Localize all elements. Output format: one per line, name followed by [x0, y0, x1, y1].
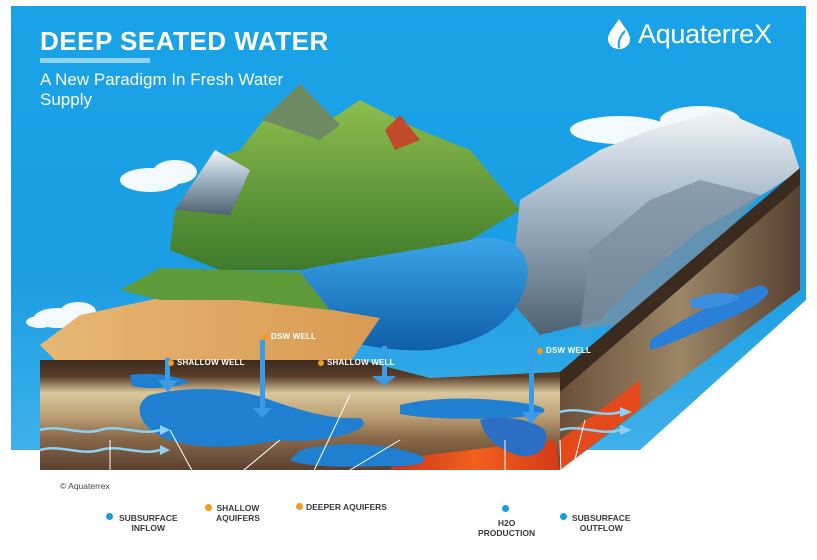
- title-underline: [40, 58, 150, 63]
- shallow-well-right-label: SHALLOW WELL: [318, 358, 395, 367]
- dsw-well-left-label: DSW WELL: [262, 332, 316, 341]
- page-title: DEEP SEATED WATER: [40, 26, 329, 56]
- wells: [158, 340, 541, 424]
- dsw-well-right-label: DSW WELL: [537, 346, 591, 355]
- shallow-aquifers-dot: [205, 504, 212, 511]
- brand-name: AquaterreX: [638, 18, 772, 49]
- copyright-notice: © Aquaterrex: [60, 481, 110, 491]
- subsurface-outflow-dot: [560, 513, 567, 520]
- deeper-aquifers-label: DEEPER AQUIFERS: [306, 502, 387, 512]
- flow-arrows: [39, 409, 621, 453]
- well-marker-icon: [262, 333, 268, 340]
- well-marker-icon: [318, 359, 324, 366]
- subsurface-inflow-dot: [106, 513, 113, 520]
- h2o-production-dot: [502, 505, 509, 512]
- leader-lines: [109, 394, 586, 511]
- water-drop-leaf-icon: [608, 19, 630, 49]
- well-marker-icon: [168, 359, 174, 366]
- page-subtitle: A New Paradigm In Fresh Water Supply: [40, 70, 284, 109]
- brand-logo: AquaterreX: [606, 18, 772, 50]
- deeper-aquifers-dot: [296, 503, 303, 510]
- shallow-well-left-label: SHALLOW WELL: [168, 358, 245, 367]
- well-marker-icon: [537, 347, 543, 354]
